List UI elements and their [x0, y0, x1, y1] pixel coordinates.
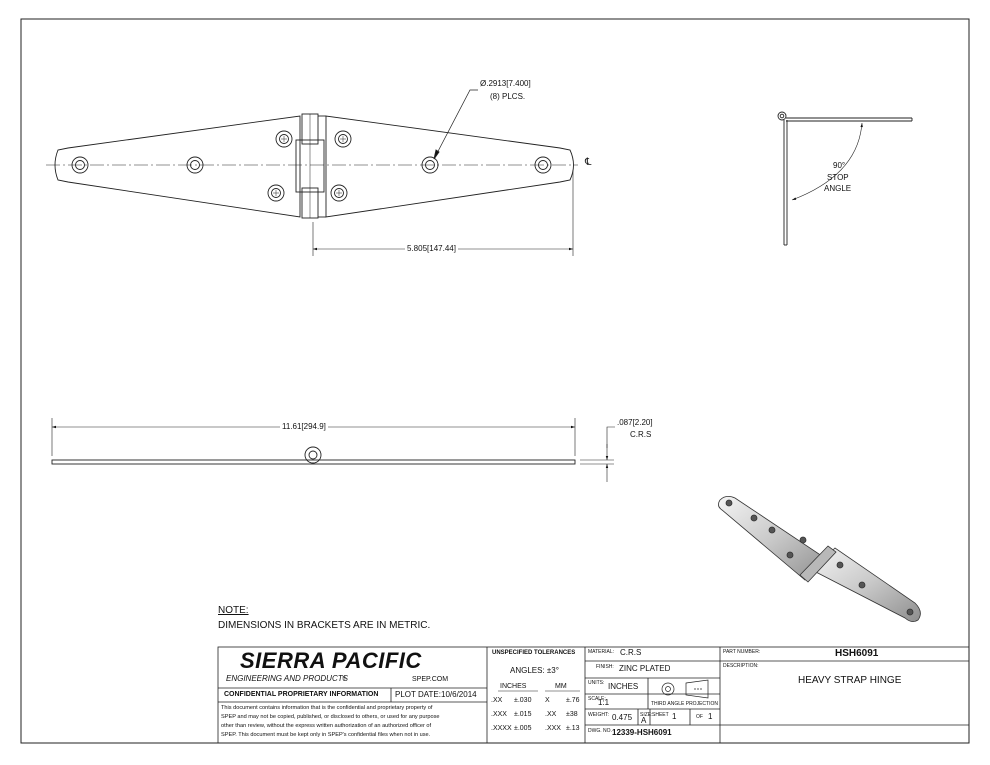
centerline-symbol: ℄	[585, 157, 592, 168]
tol-row-2-in-tol: ±.015	[514, 711, 532, 718]
tol-row-3-mm-fmt: .XXX	[545, 725, 561, 732]
tol-row-3-in-tol: ±.005	[514, 725, 532, 732]
right-leaf-outline	[325, 115, 574, 218]
size-label: SIZE:	[640, 712, 653, 718]
overall-length-dim: 11.61[294.9]	[280, 422, 328, 431]
confidential-label: CONFIDENTIAL PROPRIETARY INFORMATION	[224, 691, 379, 698]
part-number: HSH6091	[835, 648, 879, 659]
registered-mark: ®	[342, 676, 346, 682]
inches-head: INCHES	[500, 683, 527, 690]
stop-angle-value: 90°	[833, 161, 846, 170]
tol-row-2-in-fmt: .XXX	[491, 711, 507, 718]
thickness-dim: .087[2.20]	[617, 418, 653, 427]
description: HEAVY STRAP HINGE	[798, 675, 902, 686]
note-heading: NOTE:	[218, 605, 249, 616]
tol-row-3-mm-tol: ±.13	[566, 725, 580, 732]
half-length-dim: 5.805[147.44]	[405, 244, 458, 253]
sheet-value: 1	[672, 712, 677, 721]
website: SPEP.COM	[412, 676, 449, 683]
plot-date: 10/6/2014	[441, 690, 477, 699]
plot-date-label: PLOT DATE:	[395, 690, 441, 699]
stop-angle-line2: ANGLE	[824, 184, 852, 193]
tol-row-1-mm-fmt: X	[545, 697, 550, 704]
confidential-text-2: SPEP and may not be copied, published, o…	[221, 714, 440, 720]
description-label: DESCRIPTION:	[723, 663, 759, 669]
tol-row-1-in-fmt: .XX	[491, 697, 503, 704]
mm-head: MM	[555, 683, 567, 690]
confidential-text-4: SPEP. This document must be kept only in…	[221, 732, 431, 738]
scale-value: 1:1	[598, 698, 610, 707]
third-angle-projection-symbol	[661, 679, 709, 699]
hole-count-label: (8) PLCS.	[490, 92, 526, 101]
confidential-text-1: This document contains information that …	[221, 705, 433, 711]
stop-angle-line1: STOP	[827, 173, 849, 182]
size-value: A	[641, 716, 647, 725]
dwg-label: DWG. NO.	[588, 728, 612, 734]
company-logo: SIERRA PACIFIC	[240, 648, 422, 673]
stop-angle-arc	[791, 122, 863, 201]
weight-label: WEIGHT:	[588, 712, 609, 718]
knuckle-edge	[304, 446, 322, 464]
finish-value: ZINC PLATED	[619, 664, 671, 673]
units-value: INCHES	[608, 682, 639, 691]
scale-label: SCALE:	[588, 696, 606, 702]
tol-row-1-mm-tol: ±.76	[566, 697, 580, 704]
tol-row-2-mm-fmt: .XX	[545, 711, 557, 718]
front-view	[46, 89, 578, 256]
title-block-grid	[217, 646, 970, 744]
sheet-label: SHEET	[652, 712, 669, 718]
material-label: MATERIAL:	[588, 649, 615, 655]
angles-tolerance: ANGLES: ±3°	[510, 666, 559, 675]
edge-view	[51, 418, 615, 482]
weight-value: 0.475	[612, 713, 633, 722]
tol-row-3-in-fmt: .XXXX	[491, 725, 512, 732]
units-label: UNITS:	[588, 680, 605, 686]
of-label: OF	[696, 714, 703, 720]
company-subtitle: ENGINEERING AND PRODUCTS	[226, 674, 348, 683]
tolerances-title: UNSPECIFIED TOLERANCES	[492, 650, 576, 656]
dwg-number: 12339-HSH6091	[612, 728, 672, 737]
hole-diameter-label: Ø.2913[7.400]	[480, 79, 531, 88]
note-text: DIMENSIONS IN BRACKETS ARE IN METRIC.	[218, 620, 431, 631]
tol-row-2-mm-tol: ±38	[566, 711, 578, 718]
left-leaf-outline	[54, 115, 301, 218]
side-view	[777, 111, 913, 246]
mounting-holes	[71, 130, 552, 202]
confidential-text-3: other than review, without the express w…	[221, 723, 432, 729]
hole-leader	[433, 89, 478, 160]
tol-row-1-in-tol: ±.030	[514, 697, 532, 704]
finish-label: FINISH:	[596, 664, 614, 670]
sheet-total: 1	[708, 712, 713, 721]
material-value: C.R.S	[620, 648, 642, 657]
part-number-label: PART NUMBER:	[723, 649, 761, 655]
thickness-material: C.R.S	[630, 430, 652, 439]
sheet-border	[20, 18, 970, 744]
isometric-view	[718, 496, 921, 622]
projection-label: THIRD ANGLE PROJECTION	[651, 701, 718, 707]
